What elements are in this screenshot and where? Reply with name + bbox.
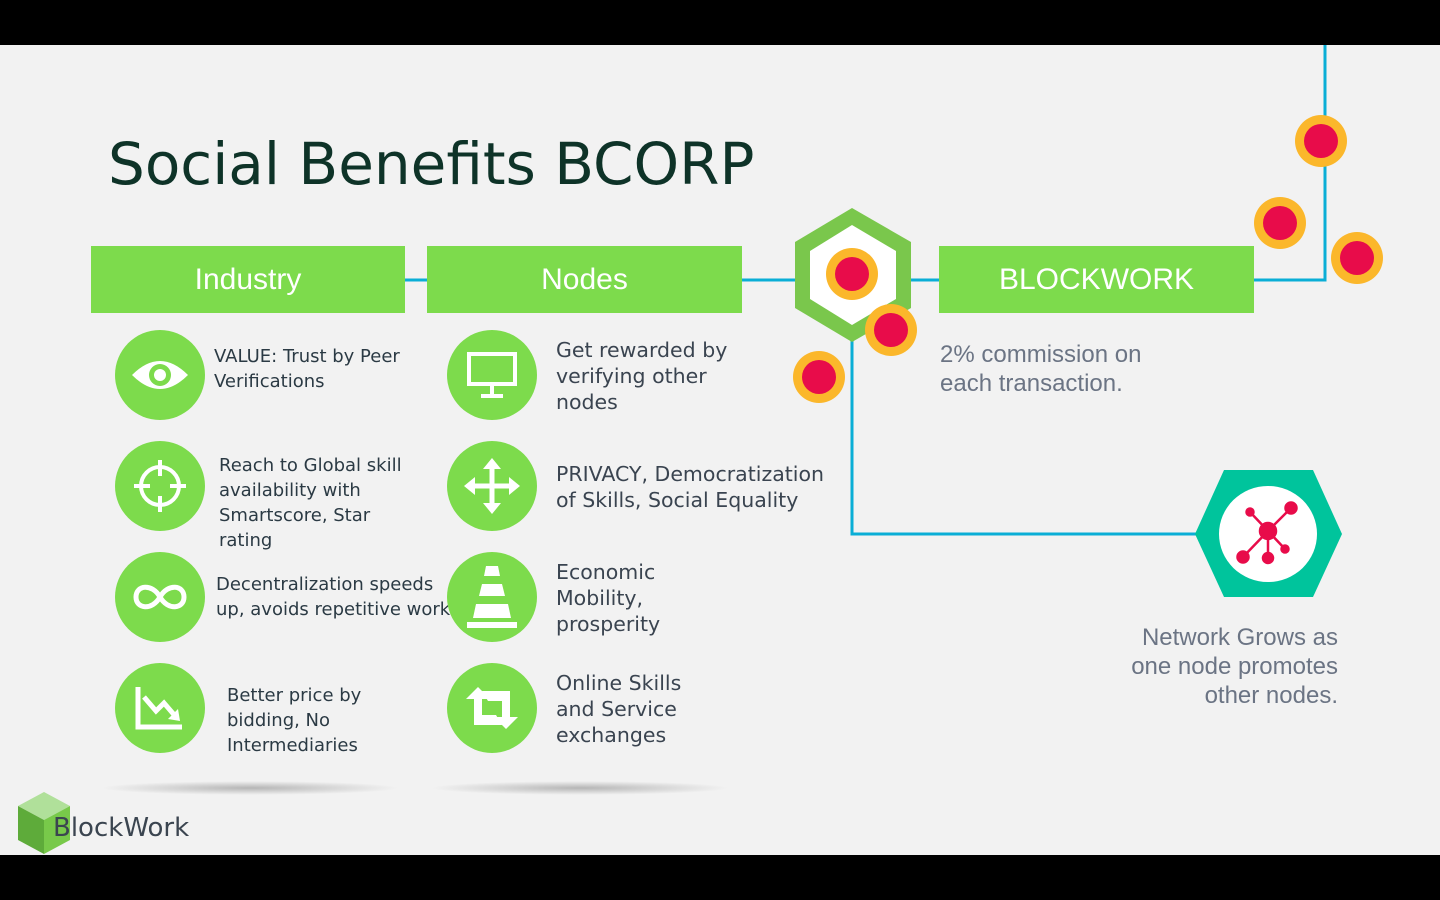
crosshair-icon	[115, 441, 205, 531]
chart-down-icon	[115, 663, 205, 753]
node-item-text: Online Skills and Service exchanges	[556, 671, 682, 747]
move-arrows-icon	[447, 441, 537, 531]
header-industry: Industry	[91, 246, 405, 313]
industry-item-text: Reach to Global skill availability with …	[219, 455, 402, 551]
industry-item-text: Better price by bidding, No Intermediari…	[227, 685, 362, 756]
infinity-icon	[115, 552, 205, 642]
traffic-cone-icon	[447, 552, 537, 642]
shadow	[100, 781, 400, 795]
network-text: Network Grows as one node promotes other…	[1131, 624, 1338, 709]
commission-text: 2% commission on each transaction.	[940, 341, 1142, 397]
header-blockwork: BLOCKWORK	[939, 246, 1254, 313]
network-icon	[1236, 501, 1298, 565]
slide: Social Benefits BCORP Industry Nodes BLO…	[0, 45, 1440, 855]
shadow	[430, 781, 730, 795]
node-dots	[793, 115, 1383, 403]
exchange-arrows-icon	[447, 663, 537, 753]
logo-cube-icon	[18, 792, 70, 854]
industry-item-text: Decentralization speeds up, avoids repet…	[216, 574, 451, 620]
logo-text: BlockWork	[53, 813, 190, 843]
node-item-text: PRIVACY, Democratization of Skills, Soci…	[556, 462, 825, 512]
node-item-text: Economic Mobility, prosperity	[556, 560, 661, 636]
header-nodes: Nodes	[427, 246, 742, 313]
connector-lines	[405, 45, 1383, 597]
eye-icon	[115, 330, 205, 420]
industry-item-text: VALUE: Trust by Peer Verifications	[214, 346, 400, 392]
monitor-icon	[447, 330, 537, 420]
node-item-text: Get rewarded by verifying other nodes	[556, 338, 728, 414]
page-title: Social Benefits BCORP	[108, 130, 755, 198]
